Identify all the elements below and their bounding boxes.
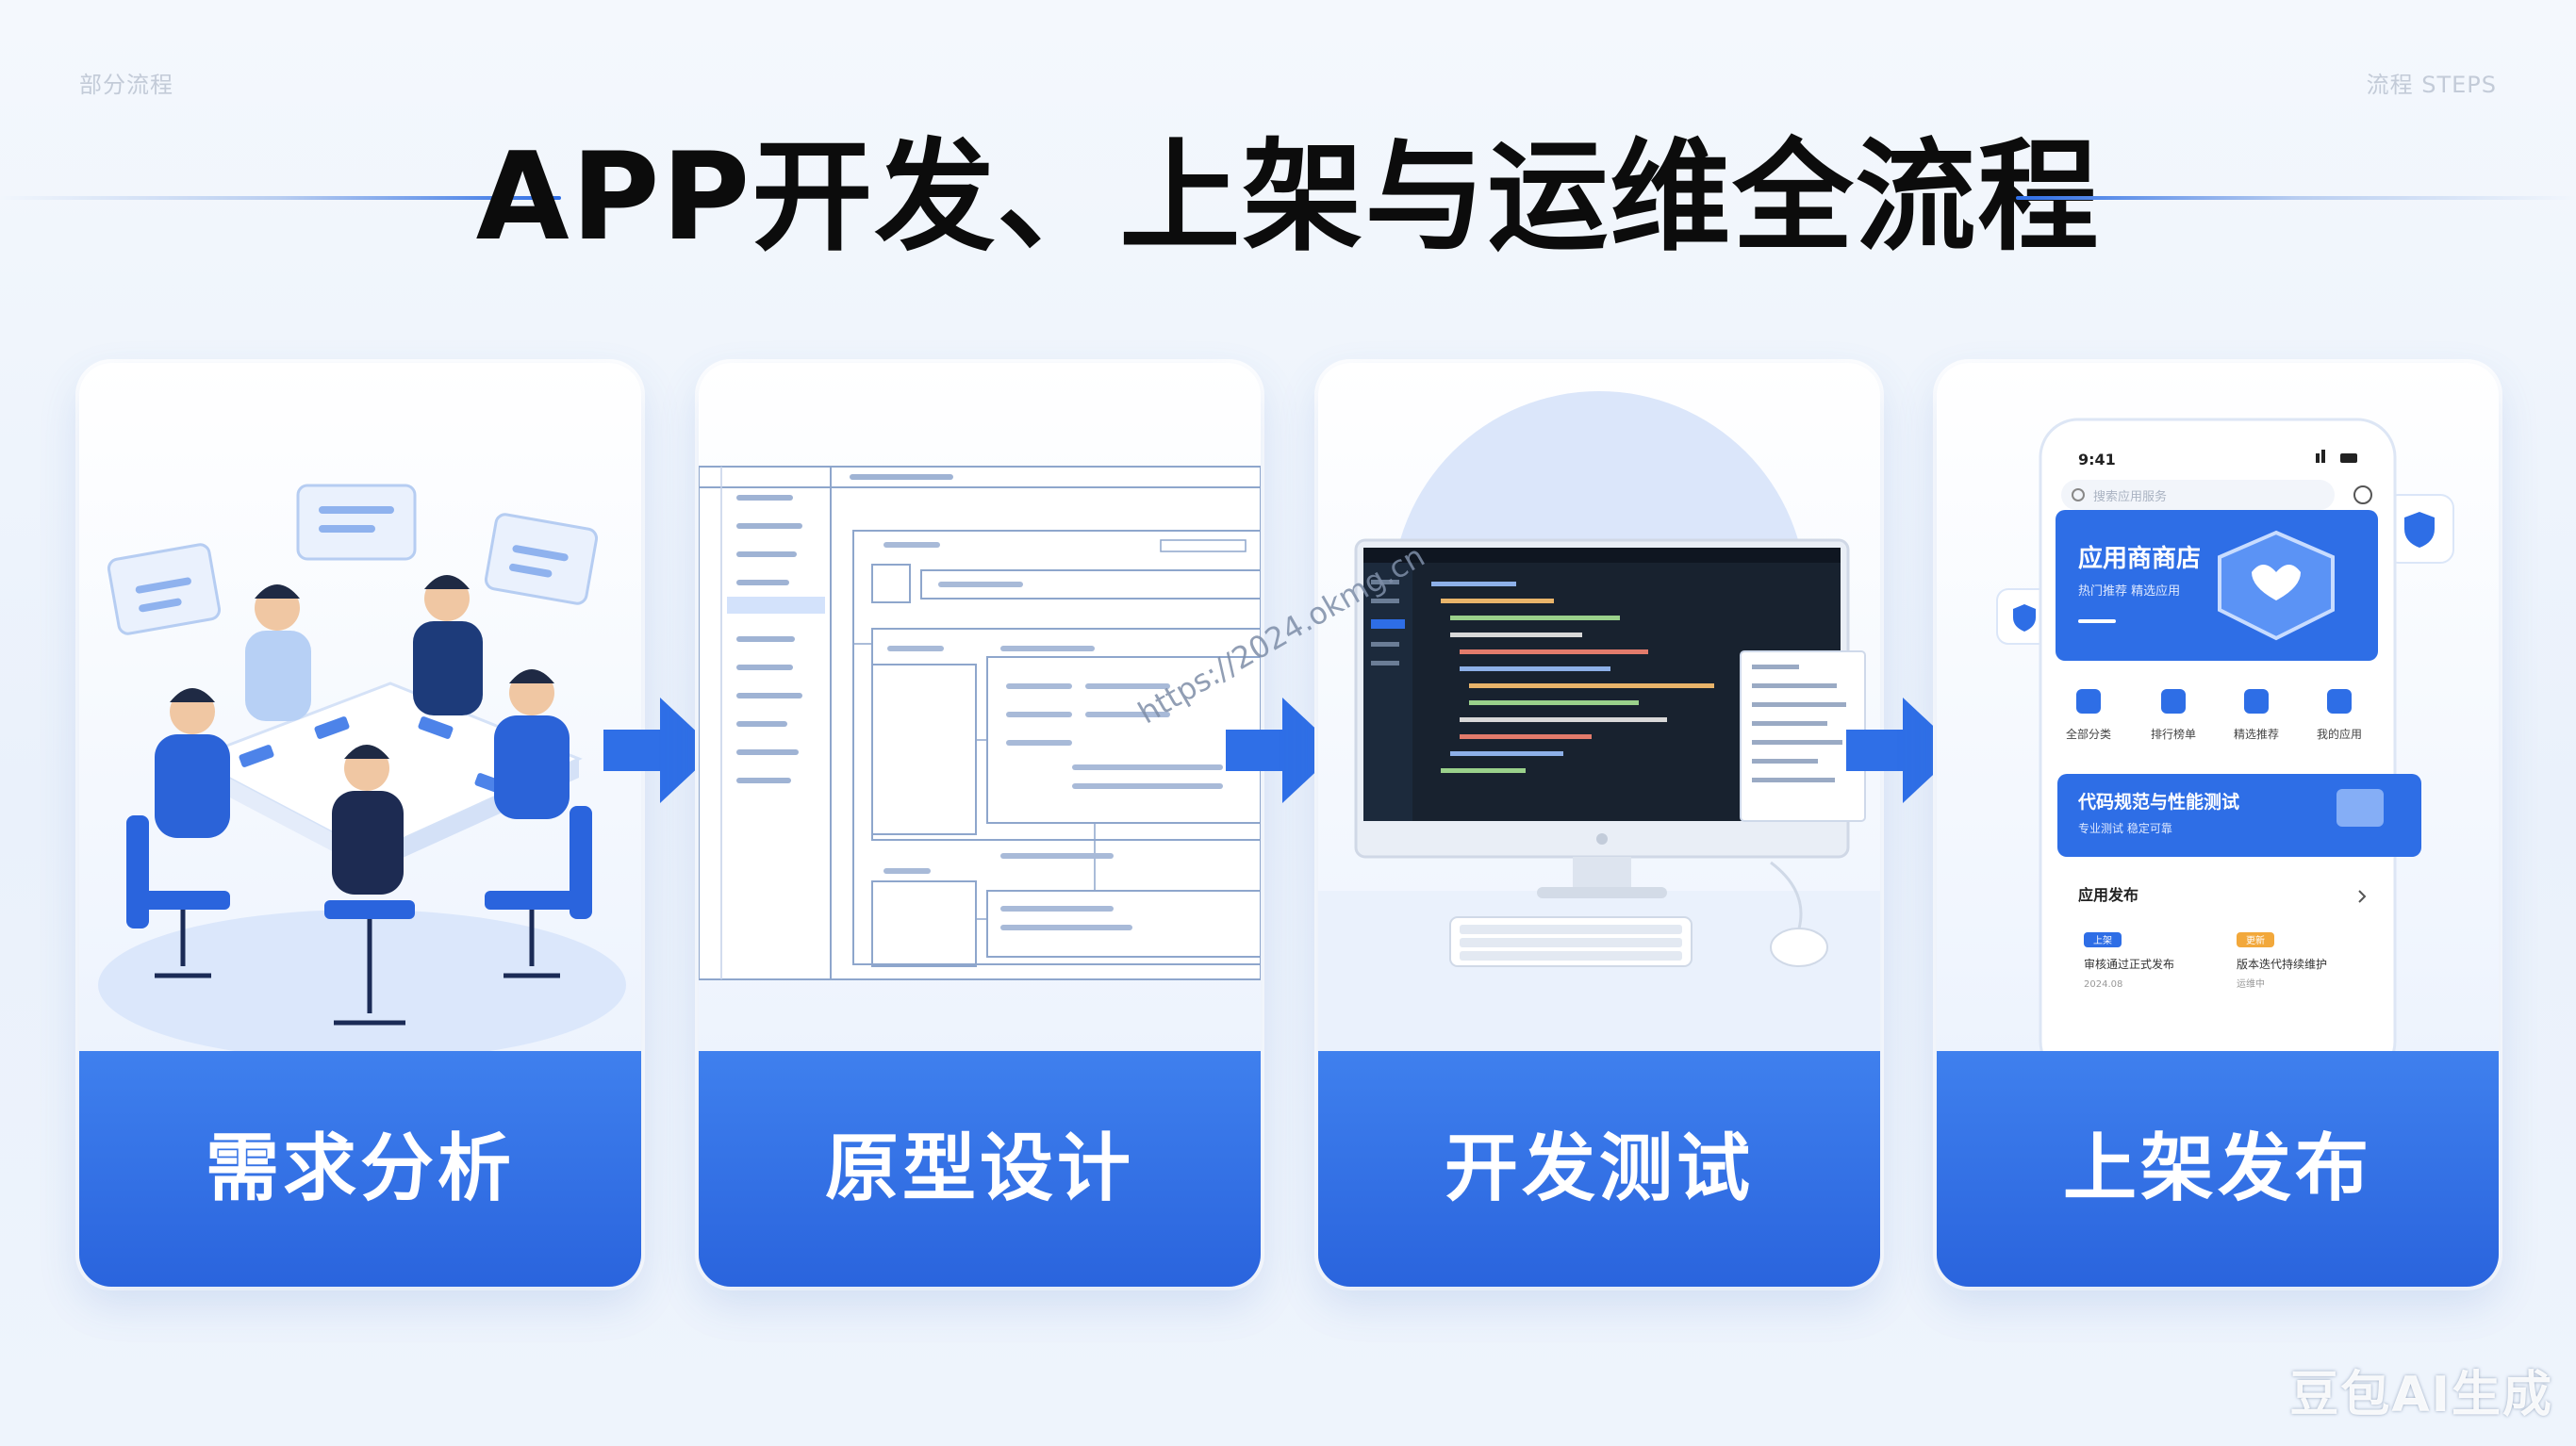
shortcut-mine: 我的应用 — [2317, 727, 2362, 741]
corner-text-left: 部分流程 — [79, 72, 173, 98]
corner-text-right: 流程 STEPS — [2366, 72, 2497, 98]
banner-subtitle: 热门推荐 精选应用 — [2078, 583, 2180, 599]
bell-icon — [2353, 485, 2372, 504]
list-right-meta: 运维中 — [2237, 978, 2265, 990]
list-left-badge: 上架 — [2093, 935, 2112, 946]
phone-illustration: 9:41 搜索应用服务 应用商商店 热门推荐 精选应用 全部分类 排行榜单 精选… — [1996, 418, 2454, 1051]
step-card-development: 开发测试 — [1318, 363, 1880, 1287]
shortcut-all: 全部分类 — [2066, 727, 2111, 741]
speech-bubble-icon — [107, 484, 599, 635]
promo-subtitle: 专业测试 稳定可靠 — [2078, 821, 2172, 835]
section-title: 应用发布 — [2078, 886, 2138, 904]
shortcut-ranking: 排行榜单 — [2151, 727, 2196, 741]
meeting-illustration — [98, 484, 626, 1051]
step-label-prototype: 原型设计 — [699, 1051, 1261, 1287]
watermark-brand: 豆包AI生成 — [2289, 1367, 2553, 1423]
shield-icon — [2404, 512, 2435, 548]
list-left-meta: 2024.08 — [2084, 979, 2122, 990]
title-line-right — [2016, 196, 2576, 200]
step-card-requirements: 需求分析 — [79, 363, 641, 1287]
title-line-left — [0, 196, 561, 200]
step-label-release: 上架发布 — [1937, 1051, 2499, 1287]
step-card-release: 9:41 搜索应用服务 应用商商店 热门推荐 精选应用 全部分类 排行榜单 精选… — [1937, 363, 2499, 1287]
shortcut-featured: 精选推荐 — [2234, 728, 2279, 741]
step-card-prototype: 原型设计 — [699, 363, 1261, 1287]
list-right-title: 版本迭代持续维护 — [2237, 957, 2327, 971]
banner-title: 应用商商店 — [2078, 544, 2201, 573]
phone-time: 9:41 — [2078, 451, 2116, 468]
page-title: APP开发、上架与运维全流程 — [475, 127, 2101, 268]
computer-illustration — [1318, 391, 1880, 1051]
promo-title: 代码规范与性能测试 — [2077, 791, 2239, 813]
shield-icon — [2013, 604, 2036, 632]
title-row: APP开发、上架与运维全流程 — [0, 123, 2576, 273]
chevron-right-icon — [2358, 890, 2367, 903]
step-label-development: 开发测试 — [1318, 1051, 1880, 1287]
list-right-badge: 更新 — [2246, 934, 2265, 946]
wireframe-illustration — [699, 466, 1261, 980]
search-icon — [2072, 488, 2085, 501]
list-left-title: 审核通过正式发布 — [2084, 957, 2174, 971]
step-label-requirements: 需求分析 — [79, 1051, 641, 1287]
arrow-right-icon — [1226, 698, 1339, 803]
arrow-right-icon — [1846, 698, 1959, 803]
arrow-right-icon — [603, 698, 717, 803]
search-placeholder: 搜索应用服务 — [2093, 489, 2167, 504]
team-people — [155, 575, 570, 895]
